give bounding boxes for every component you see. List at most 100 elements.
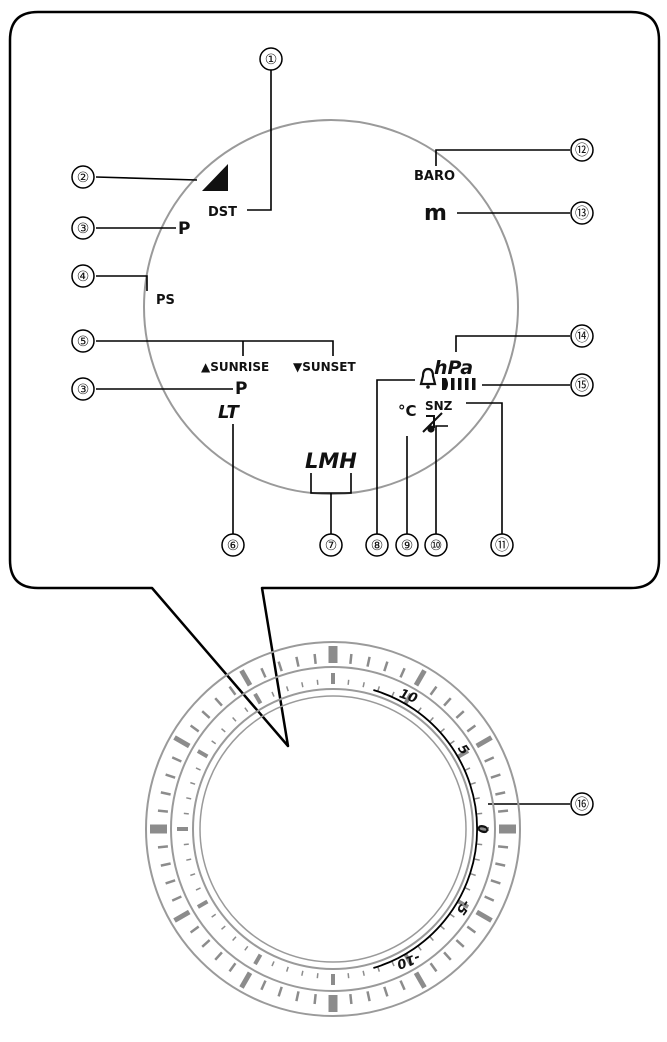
bezel-tick xyxy=(413,669,427,687)
snooze-indicator: SNZ xyxy=(425,399,453,413)
svg-text:⑥: ⑥ xyxy=(227,538,240,554)
bezel-tick xyxy=(201,710,211,719)
callout-4: ④ xyxy=(71,264,95,288)
bezel-tick xyxy=(490,773,501,779)
bezel-tick xyxy=(228,962,237,973)
bezel-graduation-arc xyxy=(373,689,479,969)
dial-tick xyxy=(195,887,201,891)
alarm-signal-icon xyxy=(442,378,476,390)
dial-tick xyxy=(316,679,319,685)
bezel-tick xyxy=(366,656,371,667)
dial-tick xyxy=(221,925,226,930)
dial-tick xyxy=(457,899,470,909)
bezel-tick xyxy=(165,773,176,779)
dst-indicator: DST xyxy=(208,205,237,220)
ps-indicator: PS xyxy=(156,293,175,308)
callout-12: ⑫ xyxy=(570,138,594,162)
bezel-tick xyxy=(443,697,452,707)
callout-7: ⑦ xyxy=(319,533,343,557)
dial-tick xyxy=(232,936,237,941)
bezel-tick xyxy=(484,756,495,763)
dial-tick xyxy=(190,781,196,785)
dial-tick xyxy=(449,913,455,918)
bezel-tick xyxy=(171,756,182,763)
dial-tick xyxy=(186,858,192,861)
svg-text:⑬: ⑬ xyxy=(575,206,589,222)
pm-indicator-top: P xyxy=(178,219,190,239)
callout-11: ⑪ xyxy=(490,533,514,557)
celsius-indicator: °C xyxy=(398,402,417,420)
callout-3-bottom: ③ xyxy=(71,377,95,401)
svg-text:10: 10 xyxy=(397,687,419,707)
bezel-tick xyxy=(214,951,223,961)
bezel-tick xyxy=(173,909,191,923)
dial-tick xyxy=(429,936,434,941)
lcd-indicators: DST P PS ▲SUNRISE ▼SUNSET P LT LMH BARO … xyxy=(156,164,476,473)
bezel-tick xyxy=(466,724,477,733)
svg-text:②: ② xyxy=(77,170,90,186)
svg-text:⑤: ⑤ xyxy=(77,334,90,350)
alarm-bell-icon xyxy=(419,367,437,389)
bezel-tick xyxy=(214,697,223,707)
bezel-tick xyxy=(313,993,317,1005)
dial-tick xyxy=(244,945,249,951)
signal-icon xyxy=(202,164,228,191)
dial-tick xyxy=(232,717,237,722)
dial-tick xyxy=(301,682,304,688)
svg-text:⑨: ⑨ xyxy=(401,538,414,554)
dial-tick xyxy=(347,679,350,685)
bezel-tick xyxy=(277,986,283,997)
dial-tick xyxy=(440,925,445,930)
dial-tick xyxy=(211,740,217,745)
dial-tick xyxy=(301,970,304,976)
bezel-tick xyxy=(475,735,493,749)
leader-lines xyxy=(95,70,570,805)
bezel-tick xyxy=(173,735,191,749)
svg-text:⑩: ⑩ xyxy=(430,538,443,554)
bezel-tick xyxy=(295,991,300,1002)
svg-text:-5: -5 xyxy=(453,897,474,917)
svg-text:⑭: ⑭ xyxy=(575,329,589,345)
bezel-tick xyxy=(429,962,438,973)
dial-tick xyxy=(474,858,480,861)
bezel-tick xyxy=(399,667,406,678)
callout-numbers: ① ② ③ ④ ⑤ ③ ⑥ ⑦ ⑧ ⑨ ⑩ ⑪ ⑫ ⑬ ⑭ ⑮ ⑯ xyxy=(71,47,594,816)
dial-tick xyxy=(316,973,319,979)
dial-tick xyxy=(221,728,226,733)
callout-1: ① xyxy=(259,47,283,71)
bezel-tick xyxy=(383,986,389,997)
svg-text:③: ③ xyxy=(77,221,90,237)
bezel-tick xyxy=(239,971,253,989)
dial-tick xyxy=(474,797,480,800)
bezel-tick xyxy=(466,925,477,934)
bezel-tick xyxy=(313,653,317,665)
dial-tick xyxy=(271,691,275,697)
bezel-tick xyxy=(349,653,353,665)
bezel-tick xyxy=(260,667,267,678)
snooze-off-icon xyxy=(422,412,443,433)
bezel-tick xyxy=(189,925,200,934)
dial-tick xyxy=(195,767,201,771)
bezel-tick xyxy=(228,685,237,696)
dial-tick xyxy=(362,970,365,976)
bezel-scale: 10 5 0 -5 -10 xyxy=(395,687,489,972)
callout-bubble xyxy=(8,10,661,748)
bezel-tick xyxy=(366,991,371,1002)
dial-tick xyxy=(347,973,350,979)
dial-tick xyxy=(377,686,381,692)
bezel-tick xyxy=(201,939,211,948)
altitude-unit: m xyxy=(424,201,447,226)
bezel-tick xyxy=(490,879,501,885)
pm-indicator-bottom: P xyxy=(235,379,247,399)
dial-tick xyxy=(417,707,422,713)
dial-tick xyxy=(449,740,455,745)
callout-5: ⑤ xyxy=(71,329,95,353)
watch-face: 10 5 0 -5 -10 xyxy=(145,641,521,1017)
dial-tick xyxy=(196,899,209,909)
bezel-tick xyxy=(160,791,171,796)
dial-tick xyxy=(186,797,192,800)
dial-ticks xyxy=(177,673,489,985)
dial-tick xyxy=(183,812,189,815)
bezel-tick xyxy=(157,809,169,813)
bezel-tick xyxy=(455,710,465,719)
